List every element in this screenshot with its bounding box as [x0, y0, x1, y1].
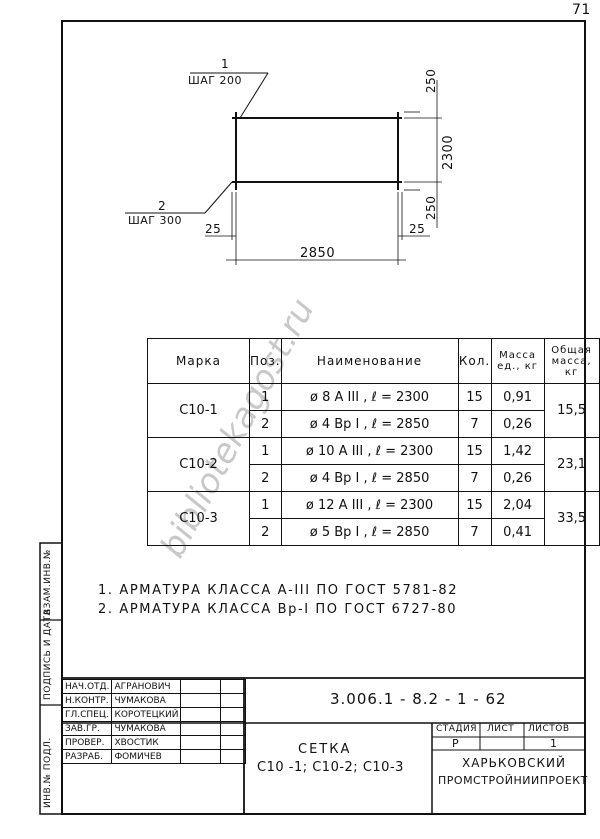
pos-cell: 2 — [249, 464, 282, 492]
name-cell: ø 12 A III , ℓ = 2300 — [280, 491, 459, 519]
mark-cell: С10-3 — [147, 491, 250, 546]
staff-row: ГЛ.СПЕЦ.КОРОТЕЦКИЙ — [61, 707, 247, 722]
dim-top: 250 — [424, 68, 438, 93]
pos-cell: 2 — [249, 410, 282, 438]
document-code: 3.006.1 - 8.2 - 1 - 62 — [330, 690, 507, 708]
side-label-signature-date: ПОДПИСЬ И ДАТА — [43, 608, 53, 700]
qty-cell: 15 — [457, 383, 492, 411]
unit-mass-cell: 0,26 — [490, 410, 545, 438]
col-pos: Поз. — [249, 338, 282, 384]
drawing-subtitle: С10 -1; С10-2; С10-3 — [257, 760, 404, 775]
note-1: 1. АРМАТУРА КЛАССА А-III ПО ГОСТ 5781-82 — [98, 583, 459, 598]
qty-cell: 7 — [457, 518, 492, 546]
note-2: 2. АРМАТУРА КЛАССА Вр-I ПО ГОСТ 6727-80 — [98, 602, 458, 617]
staff-row: РАЗРАБ.ФОМИЧЕВ — [61, 749, 247, 764]
name-cell: ø 5 Bp I , ℓ = 2850 — [280, 518, 459, 546]
name-cell: ø 8 A III , ℓ = 2300 — [280, 383, 459, 411]
table-row: 2 ø 4 Bp I , ℓ = 2850 7 0,26 — [148, 410, 600, 438]
signature-cell — [180, 721, 222, 736]
staff-row: НАЧ.ОТД.АГРАНОВИЧ — [61, 679, 247, 694]
dim-right-offset: 25 — [409, 222, 426, 236]
table-row: С10-1 1 ø 8 A III , ℓ = 2300 15 0,91 15,… — [147, 383, 600, 438]
table-row: 2 ø 4 Bp I , ℓ = 2850 7 0,26 — [148, 464, 600, 492]
spec-header-row: Марка Поз. Наименование Кол. Масса ед., … — [147, 338, 600, 384]
table-row: С10-3 1 ø 12 A III , ℓ = 2300 15 2,04 33… — [147, 491, 600, 546]
drawing-title: СЕТКА — [298, 742, 352, 757]
sheets-value: 1 — [550, 737, 558, 750]
rebar1-number: 1 — [221, 57, 230, 71]
qty-cell: 7 — [457, 464, 492, 492]
signature-cell — [180, 679, 222, 694]
dim-middle: 2300 — [441, 134, 456, 170]
mesh-drawing — [125, 72, 442, 265]
total-mass-cell: 23,1 — [543, 437, 600, 492]
signature-cell — [180, 707, 222, 722]
stage-label: СТАДИЯ — [436, 724, 477, 734]
staff-row: ПРОВЕР.ХВОСТИК — [61, 735, 247, 750]
table-row: С10-2 1 ø 10 A III , ℓ = 2300 15 1,42 23… — [147, 437, 600, 492]
col-qty: Кол. — [457, 338, 492, 384]
table-row: 2 ø 5 Bp I , ℓ = 2850 7 0,41 — [148, 518, 600, 546]
name-cell: ø 10 A III , ℓ = 2300 — [280, 437, 459, 465]
page-number: 71 — [572, 2, 591, 18]
name-cell: ø 4 Bp I , ℓ = 2850 — [280, 410, 459, 438]
col-total-mass: Общая масса, кг — [543, 338, 600, 384]
staff-row: Н.КОНТР.ЧУМАКОВА — [61, 693, 247, 708]
staff-row: ЗАВ.ГР.ЧУМАКОВА — [61, 721, 247, 736]
unit-mass-cell: 0,26 — [490, 464, 545, 492]
pos-cell: 1 — [249, 383, 282, 411]
signature-cell — [180, 749, 222, 764]
name-cell: ø 4 Bp I , ℓ = 2850 — [280, 464, 459, 492]
signature-cell — [180, 693, 222, 708]
sheet-label: ЛИСТ — [487, 724, 515, 734]
unit-mass-cell: 0,91 — [490, 383, 545, 411]
rebar1-step: ШАГ 200 — [188, 74, 242, 87]
col-unit-mass: Масса ед., кг — [490, 338, 545, 384]
pos-cell: 2 — [249, 518, 282, 546]
stage-value: Р — [452, 737, 460, 750]
mark-cell: С10-1 — [147, 383, 250, 438]
sheets-label: ЛИСТОВ — [528, 724, 570, 734]
col-mark: Марка — [147, 338, 250, 384]
signature-cell — [180, 735, 222, 750]
spec-table: Марка Поз. Наименование Кол. Масса ед., … — [147, 338, 600, 546]
dim-bottom: 250 — [424, 195, 438, 220]
qty-cell: 7 — [457, 410, 492, 438]
staff-table: НАЧ.ОТД.АГРАНОВИЧ Н.КОНТР.ЧУМАКОВА ГЛ.СП… — [61, 679, 247, 764]
org-name-line1: ХАРЬКОВСКИЙ — [462, 756, 566, 770]
total-mass-cell: 15,5 — [543, 383, 600, 438]
unit-mass-cell: 2,04 — [490, 491, 545, 519]
side-label-inv-original: ИНВ.№ ПОДЛ. — [43, 737, 53, 808]
pos-cell: 1 — [249, 491, 282, 519]
org-name-line2: ПРОМСТРОЙНИИПРОЕКТ — [438, 774, 588, 787]
dim-left-offset: 25 — [205, 222, 222, 236]
pos-cell: 1 — [249, 437, 282, 465]
side-label-replace-inv: ВЗАМ.ИНВ.№ — [43, 549, 53, 615]
unit-mass-cell: 1,42 — [490, 437, 545, 465]
col-name: Наименование — [280, 338, 459, 384]
rebar2-number: 2 — [158, 199, 167, 213]
unit-mass-cell: 0,41 — [490, 518, 545, 546]
mark-cell: С10-2 — [147, 437, 250, 492]
rebar2-step: ШАГ 300 — [128, 214, 182, 227]
dim-width: 2850 — [300, 246, 336, 261]
qty-cell: 15 — [457, 437, 492, 465]
total-mass-cell: 33,5 — [543, 491, 600, 546]
qty-cell: 15 — [457, 491, 492, 519]
